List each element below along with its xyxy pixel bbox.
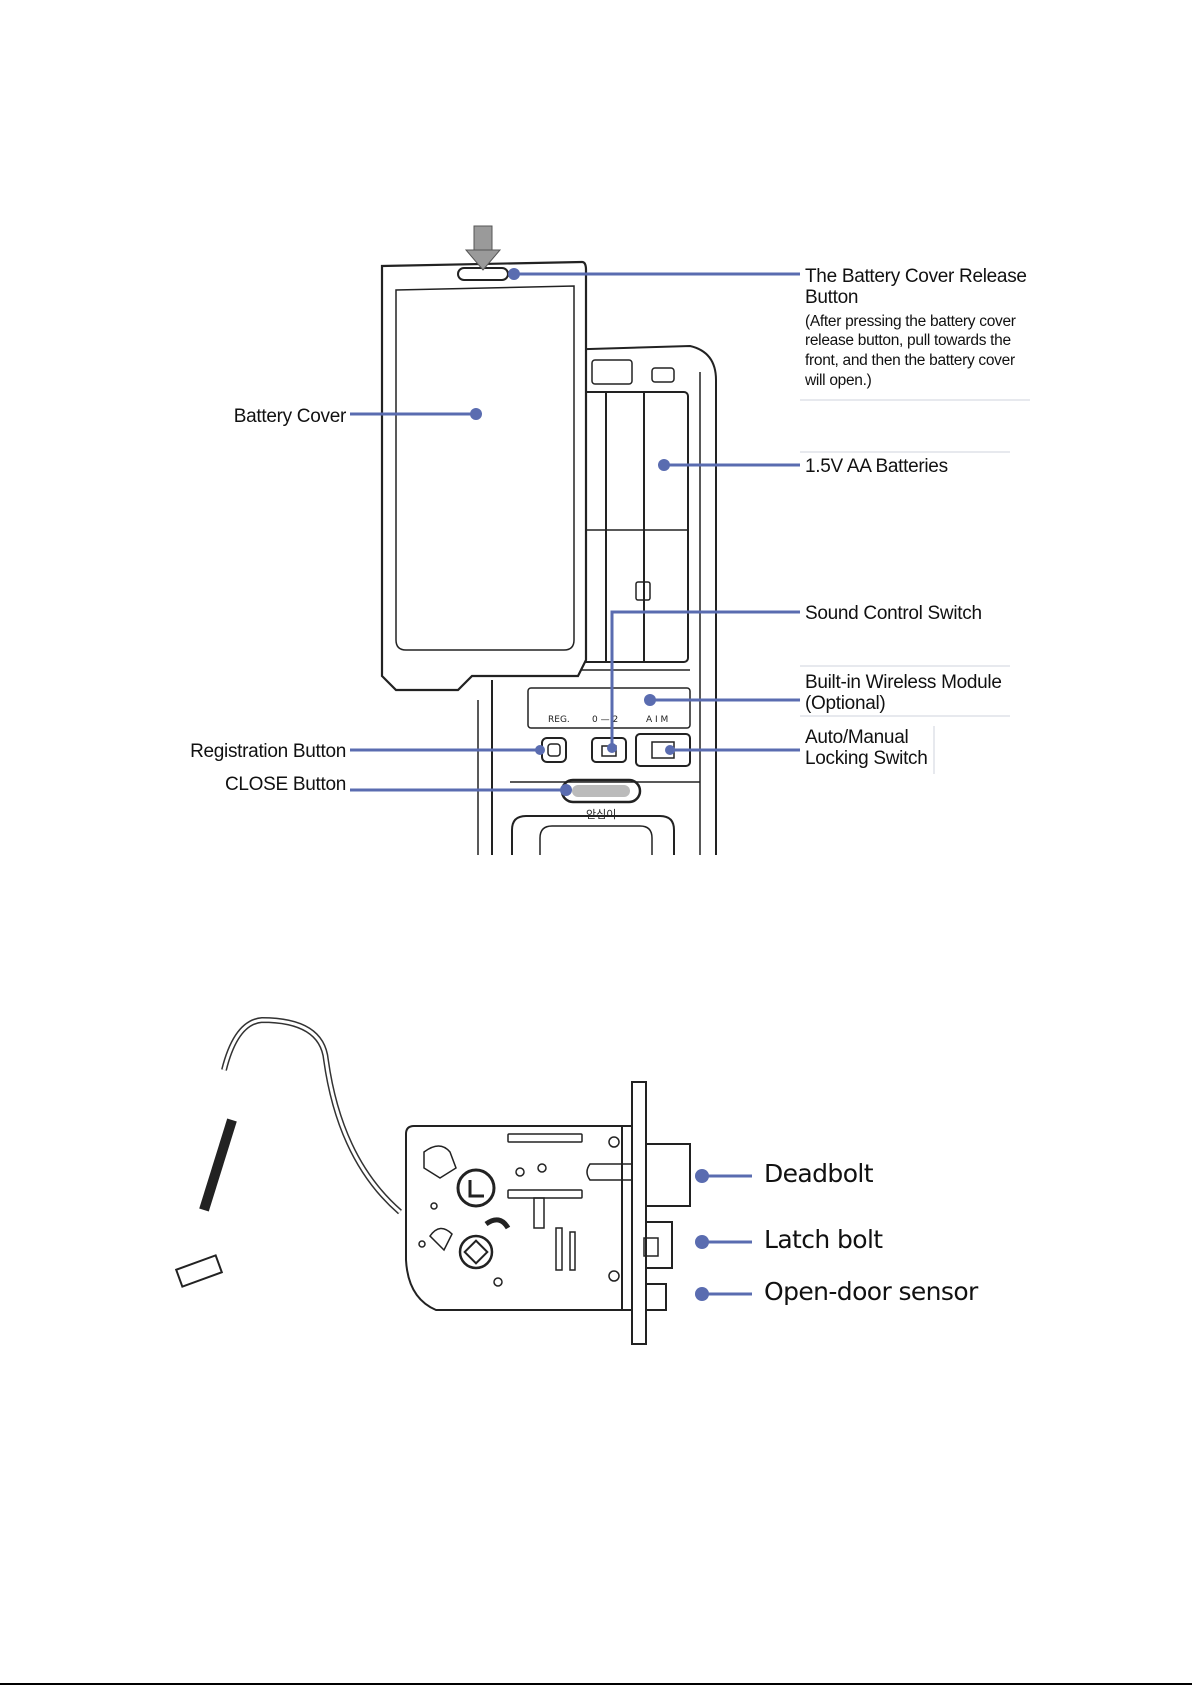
sound-switch-shape (591, 737, 627, 763)
auto-manual-title-line2: Locking Switch (805, 748, 928, 770)
lock-body-outline (555, 344, 717, 855)
sound-switch-label: Sound Control Switch (805, 603, 982, 624)
mortise-callout-lines (702, 1174, 752, 1296)
callout-dots (470, 268, 675, 796)
reg-text: REG. (548, 715, 570, 725)
battery-compartment (579, 391, 689, 663)
auto-manual-label: Auto/Manual Locking Switch (805, 727, 928, 770)
deadbolt-shape (645, 1143, 691, 1207)
note-line-1: (After pressing the battery cover (805, 312, 1016, 330)
battery-cover-shape (380, 260, 588, 692)
registration-button-label: Registration Button (190, 741, 346, 762)
auto-manual-title: Auto/Manual (805, 727, 909, 748)
wireless-module-optional: (Optional) (805, 693, 886, 715)
wireless-module-title: Built-in Wireless Module (805, 672, 1002, 693)
wireless-module-label: Built-in Wireless Module (Optional) (805, 672, 1002, 715)
sound-scale-text: 0 — 2 (592, 715, 618, 725)
mortise-body (405, 1125, 623, 1311)
close-button-label: CLOSE Button (224, 774, 346, 795)
deadbolt-label: Deadbolt (764, 1159, 874, 1188)
release-button-title: The Battery Cover Release (805, 266, 1027, 287)
latch-bolt-label: Latch bolt (764, 1225, 883, 1254)
release-button-label: The Battery Cover Release Button (After … (805, 266, 1027, 391)
face-plate (631, 1081, 647, 1345)
callout-sound-switch (610, 610, 800, 748)
mortise-lock-diagram (174, 1016, 691, 1345)
note-line-2: release button, pull towards the (805, 332, 1011, 350)
mortise-callout-dots (695, 1169, 709, 1301)
close-korean-text: 안심이 (586, 808, 616, 821)
sensor-shape (645, 1283, 667, 1311)
latch-shape (645, 1221, 673, 1269)
callout-lines (350, 272, 800, 792)
press-arrow-icon (464, 225, 502, 271)
open-door-sensor-label: Open-door sensor (764, 1277, 978, 1306)
batteries-label: 1.5V AA Batteries (805, 456, 948, 477)
control-panel (527, 687, 691, 729)
battery-cover-label: Battery Cover (233, 406, 347, 427)
release-button-title-line2: Button (805, 287, 859, 309)
registration-button-shape (541, 737, 567, 763)
spindle-hub (458, 1234, 494, 1270)
note-line-3: front, and then the battery cover (805, 352, 1015, 370)
release-button-note: (After pressing the battery cover releas… (805, 312, 1027, 391)
note-line-4: will open.) (805, 372, 872, 390)
aim-text: A I M (646, 715, 668, 725)
page-bottom-rule (0, 1683, 1192, 1685)
cylinder-hub (456, 1168, 496, 1208)
